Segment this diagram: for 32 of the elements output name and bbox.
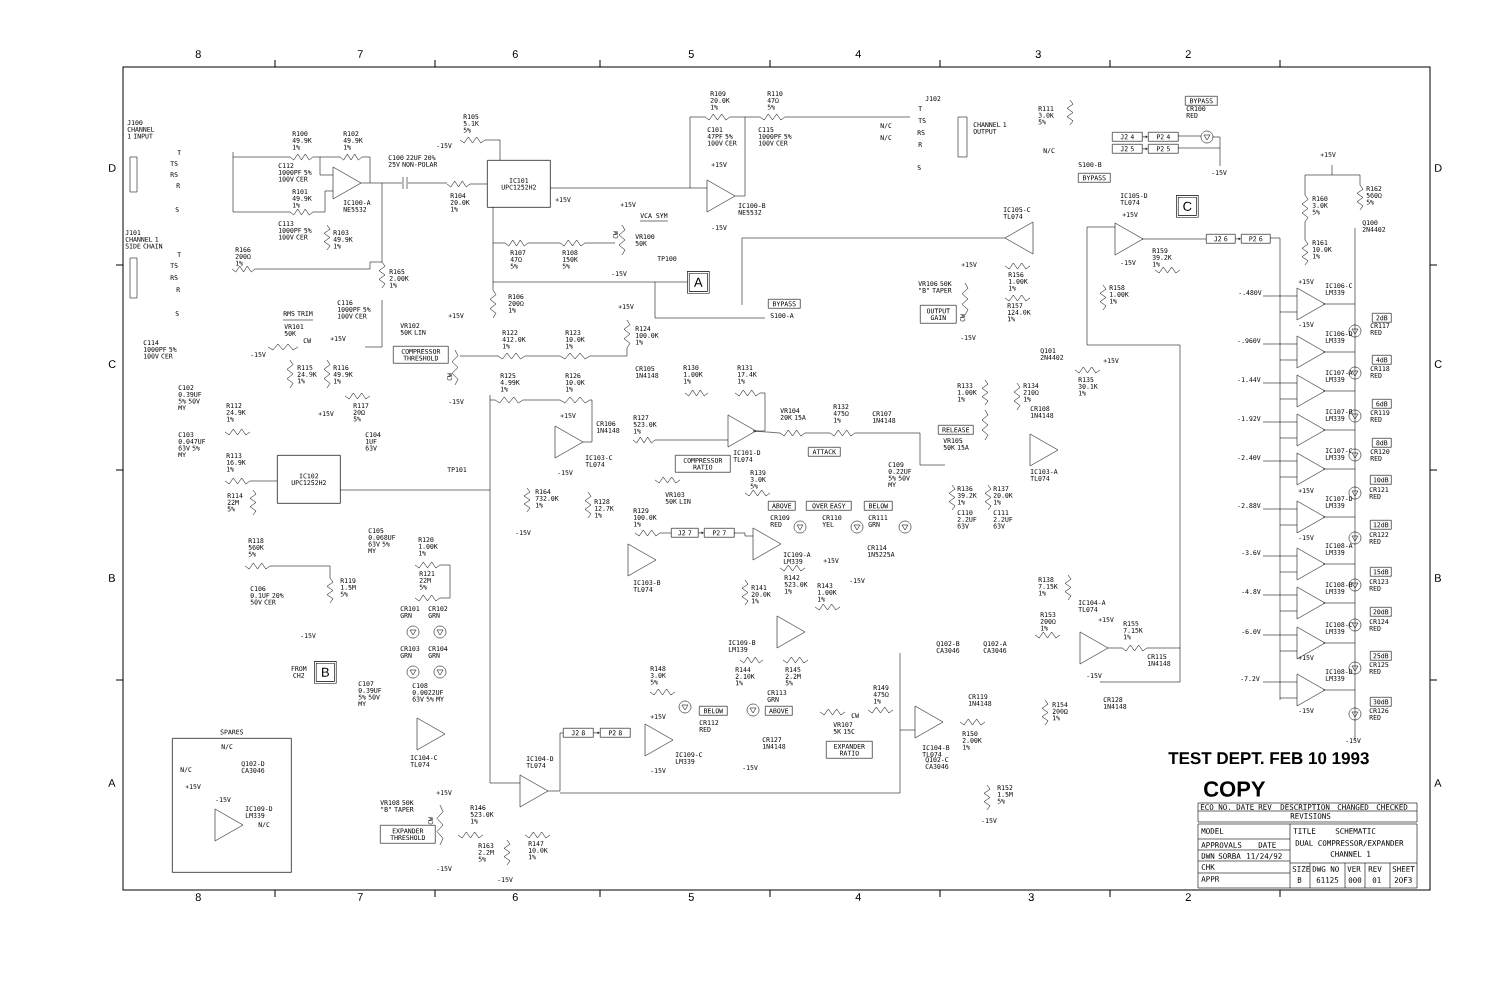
- zone-marker: 3: [1028, 893, 1034, 901]
- zone-marker: 5: [688, 893, 694, 901]
- off-page-connector: C: [1176, 195, 1199, 218]
- zone-marker: D: [109, 164, 116, 172]
- zone-marker: 6: [512, 50, 518, 58]
- zone-marker: A: [108, 779, 116, 787]
- zone-marker: 2: [1185, 50, 1191, 58]
- off-page-connector: A: [687, 271, 710, 294]
- off-page-connector: B: [314, 661, 337, 684]
- zone-marker: C: [1434, 360, 1442, 368]
- zone-marker: 8: [195, 893, 201, 901]
- zone-marker: 6: [512, 893, 518, 901]
- zone-marker: 7: [357, 893, 363, 901]
- zone-marker: 4: [855, 893, 861, 901]
- arrow: [698, 531, 704, 534]
- zone-marker: 4: [855, 50, 861, 58]
- arrow: [1142, 135, 1148, 138]
- stamp-text: COPY: [1204, 781, 1266, 797]
- zone-marker: A: [1434, 779, 1442, 787]
- zone-marker: D: [1435, 164, 1442, 172]
- arrow: [1235, 237, 1241, 240]
- zone-marker: C: [108, 360, 116, 368]
- zone-marker: 2: [1185, 893, 1191, 901]
- zone-marker: 7: [357, 50, 363, 58]
- arrow: [1142, 147, 1148, 150]
- zone-marker: 5: [688, 50, 694, 58]
- zone-marker: B: [1435, 574, 1441, 582]
- zone-marker: 3: [1035, 50, 1041, 58]
- zone-marker: 8: [195, 50, 201, 58]
- zone-marker: B: [109, 574, 115, 582]
- arrow: [593, 731, 600, 734]
- stamp-text: TEST DEPT. FEB 10 1993: [1168, 752, 1369, 765]
